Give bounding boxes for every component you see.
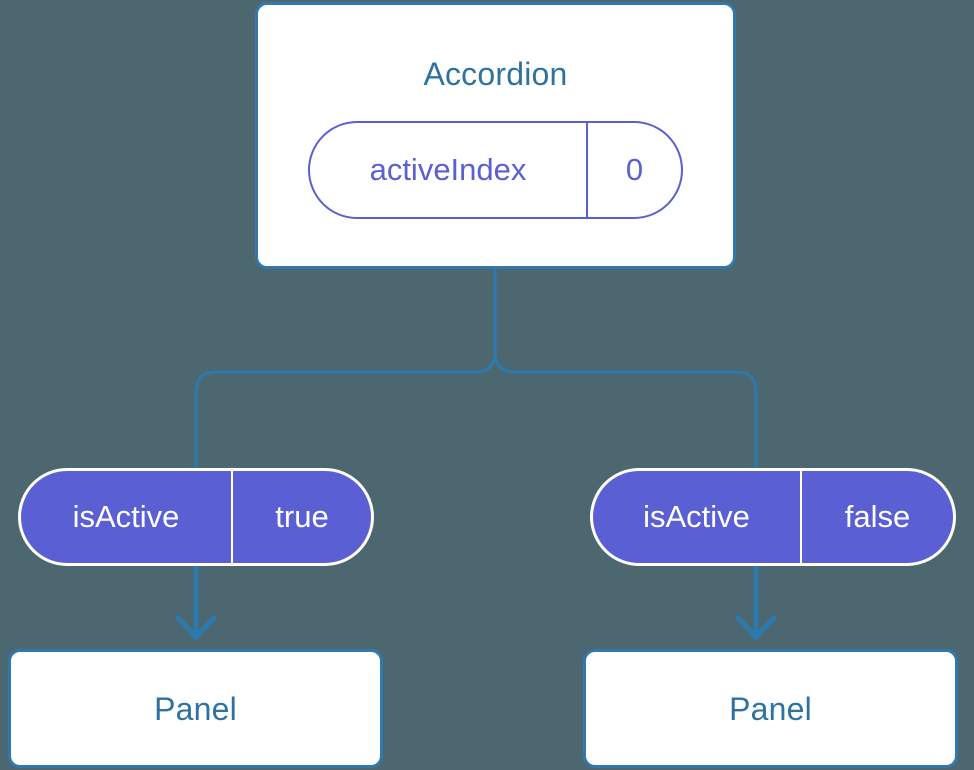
connector-split-path: [194, 267, 497, 470]
prop-pill-left-key: isActive: [21, 471, 233, 563]
state-pill-active-index[interactable]: activeIndex 0: [308, 121, 683, 219]
panel-card-left[interactable]: Panel: [8, 649, 383, 768]
arrow-left-head: [175, 615, 217, 640]
arrow-right-head: [735, 615, 777, 640]
panel-card-right-title: Panel: [729, 690, 812, 727]
state-pill-key: activeIndex: [310, 123, 588, 217]
prop-pill-is-active-false[interactable]: isActive false: [590, 468, 956, 566]
panel-card-right[interactable]: Panel: [583, 649, 958, 768]
prop-pill-is-active-true[interactable]: isActive true: [18, 468, 374, 566]
state-pill-value: 0: [625, 152, 644, 187]
prop-pill-left-value: true: [275, 499, 329, 534]
prop-pill-right-value: false: [844, 499, 911, 534]
connector-split-path-right: [493, 267, 758, 470]
accordion-card-title: Accordion: [423, 56, 568, 92]
panel-card-left-title: Panel: [154, 690, 237, 727]
prop-pill-right-key: isActive: [593, 471, 802, 563]
